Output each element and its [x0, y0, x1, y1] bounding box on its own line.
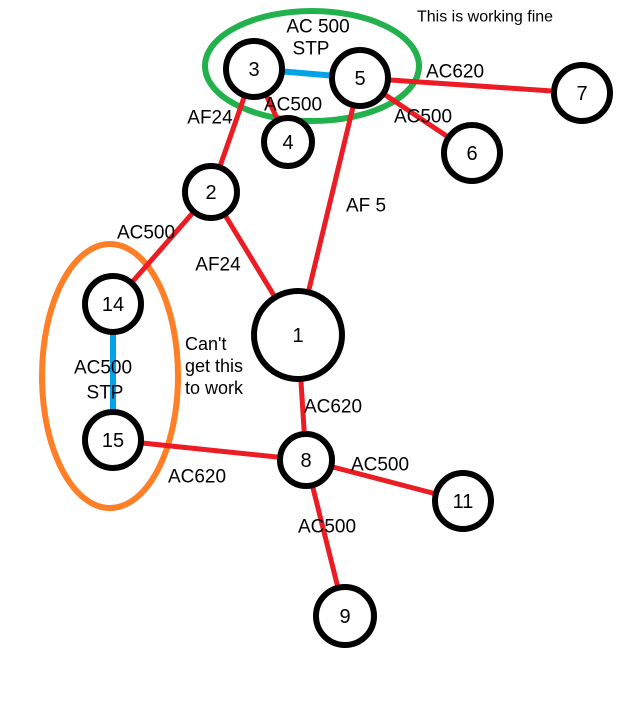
- node-label: 14: [102, 294, 124, 316]
- node-9: 9: [313, 584, 377, 648]
- edge-label-3-5: AC 500: [286, 17, 349, 38]
- node-circle: [251, 288, 345, 382]
- node-circle: [329, 47, 391, 109]
- edge-label-5-7: AC620: [426, 62, 484, 83]
- node-circle: [82, 273, 144, 335]
- node-label: 15: [102, 430, 124, 452]
- node-5: 5: [329, 47, 391, 109]
- node-4: 4: [261, 115, 315, 169]
- node-label: 5: [354, 68, 365, 90]
- node-11: 11: [432, 470, 494, 532]
- node-label: 3: [248, 59, 259, 81]
- node-label: 4: [282, 132, 293, 154]
- working-fine-note: This is working fine: [417, 9, 553, 26]
- node-label: 2: [205, 182, 216, 204]
- edge-label-8-9: AC500: [298, 517, 356, 538]
- edge-5-7: [357, 75, 585, 96]
- node-label: 6: [466, 143, 477, 165]
- edge-label-5-1: AF 5: [346, 196, 386, 217]
- edge-label-14-15: STP: [87, 383, 124, 404]
- node-label: 11: [453, 491, 474, 513]
- node-3: 3: [223, 38, 285, 100]
- node-label: 1: [292, 325, 303, 347]
- node-label: 8: [300, 450, 311, 472]
- edge-label-3-4: AC500: [264, 95, 322, 116]
- node-label: 7: [576, 83, 587, 105]
- node-circle: [551, 62, 613, 124]
- node-circle: [313, 584, 377, 648]
- node-circle: [432, 470, 494, 532]
- edge-label-15-8: AC620: [168, 467, 226, 488]
- edge-label-1-8: AC620: [304, 397, 362, 418]
- cant-get-to-work-note-line: Can't: [185, 334, 226, 354]
- cant-get-to-work-note-line: to work: [185, 378, 244, 398]
- edge-label-14-15: AC500: [74, 358, 132, 379]
- node-2: 2: [182, 163, 240, 221]
- cant-get-to-work-ellipse: [39, 241, 181, 511]
- node-6: 6: [441, 122, 503, 184]
- node-14: 14: [82, 273, 144, 335]
- node-7: 7: [551, 62, 613, 124]
- node-circle: [182, 163, 240, 221]
- edge-label-3-2: AF24: [187, 108, 233, 129]
- edge-label-2-1: AF24: [195, 255, 241, 276]
- cant-get-to-work-note-line: get this: [185, 356, 243, 376]
- node-15: 15: [82, 409, 144, 471]
- node-circle: [277, 431, 335, 489]
- node-8: 8: [277, 431, 335, 489]
- edge-label-8-11: AC500: [351, 455, 409, 476]
- edge-label-2-14: AC500: [117, 223, 175, 244]
- working-fine-ellipse: [202, 8, 422, 124]
- node-1: 1: [251, 288, 345, 382]
- node-circle: [82, 409, 144, 471]
- edge-label-5-6: AC500: [394, 107, 452, 128]
- edge-label-3-5: STP: [293, 39, 330, 60]
- node-circle: [261, 115, 315, 169]
- edge-15-8: [110, 437, 309, 463]
- node-circle: [441, 122, 503, 184]
- node-circle: [223, 38, 285, 100]
- node-label: 9: [339, 606, 350, 628]
